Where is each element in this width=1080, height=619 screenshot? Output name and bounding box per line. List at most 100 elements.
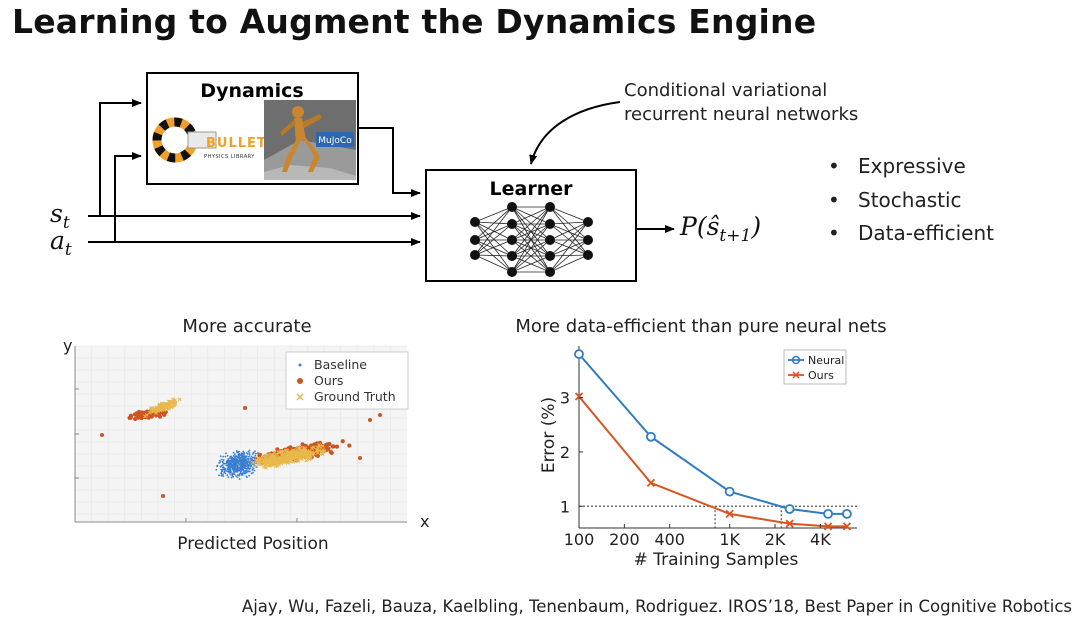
scatter-point-baseline bbox=[220, 458, 223, 461]
nn-edge bbox=[474, 239, 513, 256]
nn-edge bbox=[474, 206, 513, 241]
scatter-point-baseline bbox=[219, 455, 222, 458]
linechart-point-ours bbox=[725, 509, 734, 519]
scatter-point-baseline bbox=[234, 464, 237, 467]
scatter-point-baseline bbox=[246, 462, 248, 465]
scatter-point-ground-truth bbox=[300, 453, 305, 458]
scatter-point-baseline bbox=[252, 451, 255, 454]
scatter-point-baseline bbox=[245, 455, 248, 458]
scatter-point-ours bbox=[136, 415, 141, 420]
nn-edge bbox=[549, 221, 589, 225]
scatter-point-ours bbox=[334, 444, 340, 449]
linechart-x-label: # Training Samples bbox=[634, 550, 799, 570]
scatter-point-ground-truth bbox=[287, 452, 292, 457]
scatter-point-baseline bbox=[227, 476, 230, 479]
scatter-point-ground-truth bbox=[298, 454, 303, 459]
learner-box bbox=[425, 169, 637, 282]
scatter-point-ground-truth bbox=[151, 408, 156, 413]
scatter-point-baseline bbox=[238, 460, 241, 463]
scatter-point-ours bbox=[358, 456, 362, 460]
scatter-point-baseline bbox=[225, 452, 227, 455]
scatter-point-baseline bbox=[225, 470, 228, 472]
slide-title: Learning to Augment the Dynamics Engine bbox=[12, 2, 817, 41]
scatter-y-letter: y bbox=[63, 336, 72, 355]
linechart-point-ours bbox=[574, 392, 584, 401]
scatter-point-ours bbox=[133, 416, 138, 422]
scatter-point-ours bbox=[315, 453, 321, 458]
scatter-point-baseline bbox=[243, 462, 246, 464]
scatter-point-baseline bbox=[253, 469, 256, 472]
scatter-point-baseline bbox=[250, 455, 253, 458]
nn-node bbox=[470, 217, 480, 227]
scatter-point-baseline bbox=[233, 453, 236, 456]
scatter-point-baseline bbox=[229, 473, 232, 476]
scatter-point-ground-truth bbox=[167, 406, 171, 411]
scatter-point-baseline bbox=[222, 455, 224, 458]
linechart-legend: Neural Ours bbox=[783, 349, 847, 385]
scatter-point-baseline bbox=[224, 472, 227, 475]
action-input-label: at bbox=[50, 226, 72, 260]
dynamics-box-title: Dynamics bbox=[200, 80, 303, 102]
nn-edge bbox=[549, 239, 589, 273]
linechart-point-neural bbox=[574, 349, 584, 360]
nn-edge bbox=[474, 239, 513, 273]
scatter-point-ground-truth bbox=[303, 455, 308, 459]
linechart-point-neural bbox=[724, 486, 735, 497]
nn-node bbox=[470, 235, 480, 245]
scatter-point-baseline bbox=[220, 474, 223, 477]
scatter-point-baseline bbox=[243, 464, 246, 467]
scatter-point-baseline bbox=[240, 470, 242, 472]
error-line-chart: More data-efficient than pure neural net… bbox=[515, 316, 886, 570]
scatter-point-baseline bbox=[226, 454, 229, 457]
scatter-point-baseline bbox=[248, 453, 251, 456]
scatter-point-baseline bbox=[252, 467, 255, 470]
scatter-point-ground-truth bbox=[320, 444, 325, 448]
scatter-point-ground-truth bbox=[290, 448, 295, 453]
scatter-point-baseline bbox=[219, 465, 222, 468]
linechart-point-neural bbox=[645, 431, 656, 442]
linechart-point-ours bbox=[842, 522, 852, 531]
scatter-point-ours bbox=[139, 412, 144, 418]
scatter-point-ground-truth bbox=[276, 457, 280, 462]
scatter-point-baseline bbox=[233, 465, 235, 468]
nn-node bbox=[545, 251, 555, 261]
scatter-point-ours bbox=[378, 413, 382, 417]
scatter-point-baseline bbox=[240, 473, 243, 476]
scatter-point-ground-truth bbox=[296, 445, 301, 450]
nn-edge bbox=[549, 239, 589, 257]
legend-ours: Ours bbox=[314, 373, 343, 388]
scatter-point-ground-truth bbox=[310, 446, 314, 451]
scatter-point-baseline bbox=[242, 457, 245, 460]
scatter-point-ground-truth bbox=[272, 450, 277, 455]
nn-node bbox=[545, 235, 555, 245]
scatter-point-baseline bbox=[241, 460, 244, 463]
legend-marker-ours-line bbox=[792, 371, 800, 379]
scatter-point-ground-truth bbox=[264, 462, 269, 467]
scatter-x-letter: x bbox=[420, 512, 429, 531]
scatter-point-baseline bbox=[249, 460, 252, 463]
legend-marker-neural bbox=[791, 355, 801, 365]
scatter-point-baseline bbox=[236, 464, 239, 467]
scatter-point-baseline bbox=[231, 460, 234, 462]
scatter-point-baseline bbox=[245, 471, 248, 474]
nn-edge bbox=[549, 221, 589, 241]
scatter-point-ground-truth bbox=[297, 451, 302, 456]
legend-marker-ours bbox=[297, 378, 303, 384]
linechart-y-tick-label: 3 bbox=[560, 389, 570, 408]
scatter-point-baseline bbox=[249, 462, 251, 465]
legend-baseline: Baseline bbox=[314, 357, 367, 372]
scatter-point-baseline bbox=[228, 470, 231, 473]
scatter-point-baseline bbox=[238, 450, 241, 453]
scatter-x-label: Predicted Position bbox=[177, 534, 328, 554]
scatter-point-ground-truth bbox=[272, 458, 277, 463]
nn-edge bbox=[474, 254, 513, 273]
diagram-arrows bbox=[88, 99, 675, 246]
scatter-point-baseline bbox=[232, 451, 235, 454]
scatter-point-baseline bbox=[233, 473, 236, 476]
scatter-point-baseline bbox=[223, 471, 226, 474]
scatter-point-baseline bbox=[229, 460, 231, 463]
linechart-x-tick-label: 400 bbox=[654, 530, 685, 549]
bullet-item: •Expressive bbox=[828, 154, 966, 178]
scatter-point-ours bbox=[100, 433, 104, 437]
scatter-point-baseline bbox=[245, 475, 248, 478]
